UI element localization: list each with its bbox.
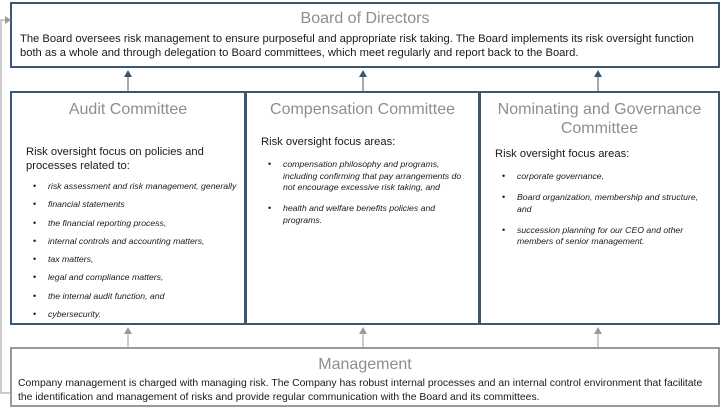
management-box: Management Company management is charged… (10, 347, 720, 407)
list-item: risk assessment and risk management, gen… (33, 181, 238, 193)
list-item: Board organization, membership and struc… (502, 192, 712, 215)
arrow-audit-to-board (124, 70, 132, 91)
management-description: Company management is charged with manag… (18, 378, 703, 403)
list-item: cybersecurity. (33, 309, 238, 321)
committee-title: Audit Committee (68, 101, 188, 118)
committee-title: Compensation Committee (270, 101, 455, 118)
board-of-directors-box: Board of Directors The Board oversees ri… (10, 2, 720, 68)
nominating-governance-committee-box: Nominating and Governance Committee Risk… (479, 91, 720, 325)
committee-lead: Risk oversight focus areas: (495, 148, 630, 160)
arrow-nominating-to-board (594, 70, 602, 91)
arrow-management-to-nominating (594, 327, 602, 347)
list-item: compensation philosophy and programs, in… (268, 159, 472, 194)
arrow-management-to-audit (124, 327, 132, 347)
audit-committee-box: Audit Committee Risk oversight focus on … (10, 91, 246, 325)
list-item: succession planning for our CEO and othe… (502, 225, 712, 248)
list-item: financial statements (33, 199, 238, 211)
nominating-focus-list: corporate governance, Board organization… (481, 171, 718, 248)
board-title: Board of Directors (300, 10, 430, 27)
audit-focus-list: risk assessment and risk management, gen… (12, 181, 244, 321)
list-item: health and welfare benefits policies and… (268, 203, 472, 226)
list-item: corporate governance, (502, 171, 712, 183)
committee-lead: Risk oversight focus on policies and pro… (26, 146, 204, 172)
arrow-management-to-board (0, 16, 11, 394)
arrow-management-to-compensation (359, 327, 367, 347)
committee-title: Nominating and Governance Committee (497, 101, 702, 137)
list-item: the financial reporting process, (33, 218, 238, 230)
list-item: internal controls and accounting matters… (33, 236, 238, 248)
board-description: The Board oversees risk management to en… (20, 33, 694, 59)
arrow-compensation-to-board (359, 70, 367, 91)
compensation-focus-list: compensation philosophy and programs, in… (247, 159, 478, 226)
list-item: tax matters, (33, 254, 238, 266)
committee-lead: Risk oversight focus areas: (261, 136, 396, 148)
list-item: legal and compliance matters, (33, 272, 238, 284)
list-item: the internal audit function, and (33, 291, 238, 303)
management-title: Management (318, 356, 412, 373)
compensation-committee-box: Compensation Committee Risk oversight fo… (245, 91, 480, 325)
